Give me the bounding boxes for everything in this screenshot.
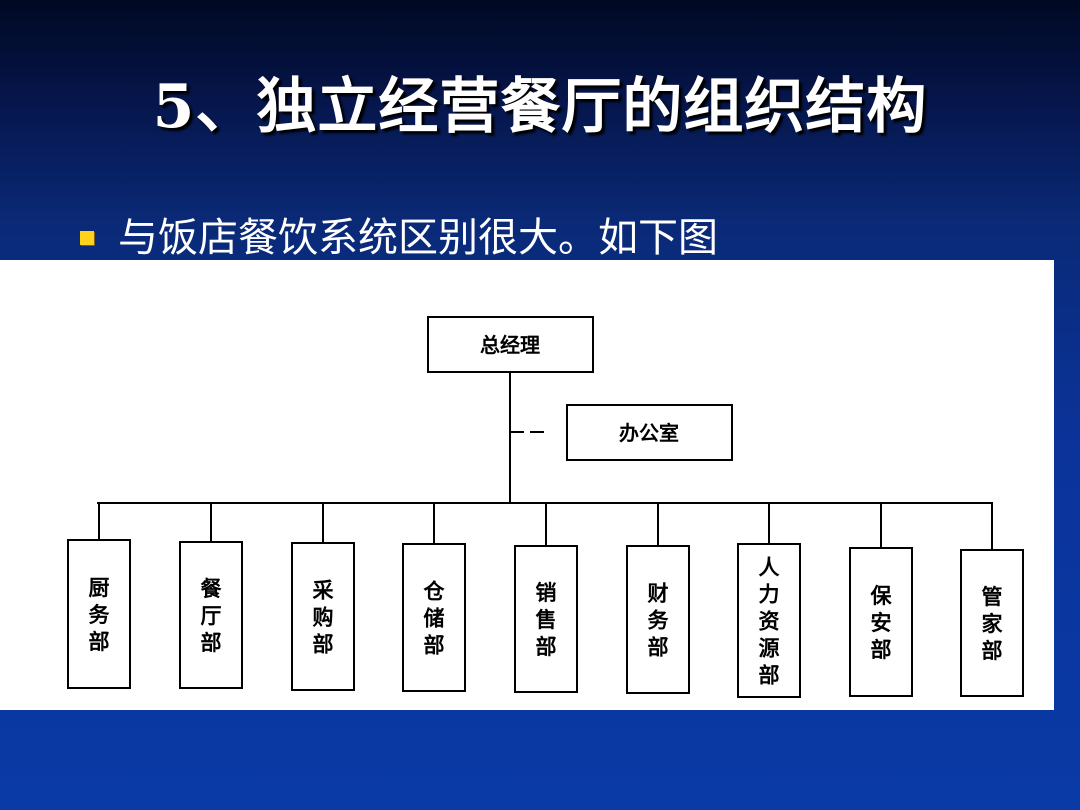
node-dept-5: 销售部	[536, 581, 557, 659]
node-dept-2: 餐厅部	[201, 577, 223, 655]
node-dept-8: 保安部	[870, 584, 893, 662]
dept-box-9	[960, 549, 1024, 697]
node-dept-6: 财务部	[648, 582, 670, 660]
node-dept-4: 仓储部	[423, 580, 446, 658]
node-dept-3: 采购部	[313, 579, 334, 657]
department-row: 厨务部 餐厅部 采购部 仓储部 销售部 财务部 人力资源部 保安部 管家部	[67, 503, 1024, 698]
dept-box-8	[849, 547, 913, 697]
dept-box-2	[179, 541, 243, 689]
node-dept-7: 人力资源部	[759, 556, 780, 688]
bullet-item: 与饭店餐饮系统区别很大。如下图	[80, 212, 718, 264]
node-office: 办公室	[619, 421, 679, 445]
node-dept-9: 管家部	[982, 585, 1004, 663]
bullet-square-icon	[80, 231, 94, 245]
bullet-text: 与饭店餐饮系统区别很大。如下图	[118, 215, 718, 261]
dept-box-5	[514, 545, 578, 693]
node-dept-1: 厨务部	[89, 576, 111, 654]
org-chart: 总经理 办公室 厨务部 餐厅部 采购部 仓储部 销售部 财务部 人力资源部 保安部 管家部	[67, 316, 1024, 698]
node-general-manager: 总经理	[480, 333, 540, 357]
dept-box-7	[737, 543, 801, 698]
node-box-office	[566, 404, 733, 461]
org-chart-panel: 总经理 办公室 厨务部 餐厅部 采购部 仓储部 销售部 财务部 人力资源部 保安部 管家部	[0, 260, 1054, 710]
dept-box-6	[626, 545, 690, 694]
dept-box-1	[67, 539, 131, 689]
slide-title: 5、独立经营餐厅的组织结构	[152, 72, 928, 142]
dept-box-4	[402, 543, 466, 692]
dept-box-3	[291, 542, 355, 691]
